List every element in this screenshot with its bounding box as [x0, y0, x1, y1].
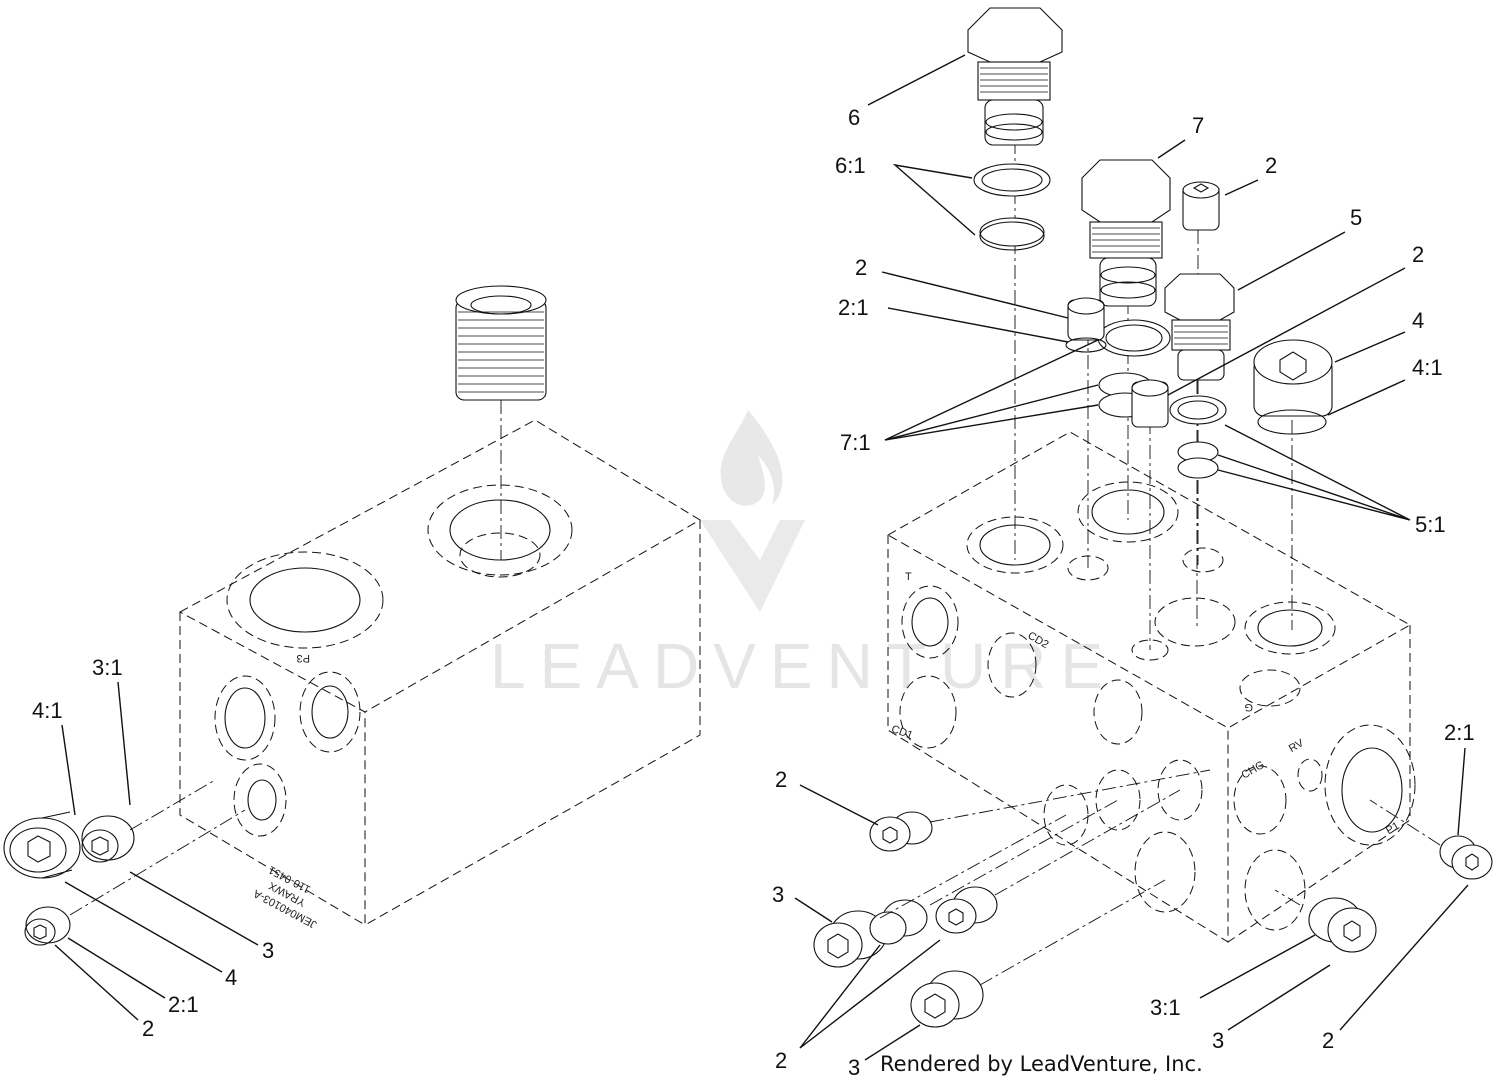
plug-3-right: [1308, 897, 1377, 953]
plug-2-lower-b: [935, 886, 998, 934]
block-stamp: JEM040103-A YRAWX 110-0451: [251, 863, 319, 930]
leadventure-watermark: LEADVENTURE: [490, 410, 1117, 702]
callout-2-c: 2: [1412, 242, 1424, 267]
callout-2-1-b: 2:1: [1444, 720, 1475, 745]
callout-5-1: 5:1: [1415, 512, 1446, 537]
port-label-chg: CHG: [1240, 759, 1267, 782]
callout-2-b: 2: [855, 255, 867, 280]
callout-4-1-left: 4:1: [32, 698, 63, 723]
cartridge-5: [1164, 273, 1235, 381]
callout-2-1-left: 2:1: [168, 992, 199, 1017]
left-plug-3: [81, 815, 135, 863]
port-mark-p3: P3: [297, 652, 310, 664]
callout-6-1: 6:1: [835, 153, 866, 178]
callout-3-1-right: 3:1: [1150, 995, 1181, 1020]
credit-text: Rendered by LeadVenture, Inc.: [880, 1052, 1203, 1076]
right-callouts: 6 7 2 6:1 5 2 2 2:1 4 4:1 7:1 5:1 2 2:1 …: [772, 54, 1475, 1080]
seal-5-1c: [1177, 457, 1219, 479]
callout-3-1-left: 3:1: [92, 655, 123, 680]
plug-4-right: [1253, 339, 1333, 435]
plug-2-lower-left: [869, 811, 933, 852]
callout-3-a: 3: [772, 882, 784, 907]
cartridge-7: [1081, 159, 1171, 307]
callout-4-right: 4: [1412, 308, 1424, 333]
callout-7-1: 7:1: [840, 430, 871, 455]
callout-7: 7: [1192, 113, 1204, 138]
callout-2-left: 2: [142, 1016, 154, 1041]
callout-6: 6: [848, 105, 860, 130]
plug-2-lower-a: [869, 899, 928, 945]
callout-4-left: 4: [225, 965, 237, 990]
callout-5: 5: [1350, 205, 1362, 230]
port-label-p1: P1: [1384, 820, 1402, 837]
callout-2-f: 2: [1322, 1028, 1334, 1053]
callout-2-1-a: 2:1: [838, 295, 869, 320]
plug-2-top-right: [1182, 181, 1220, 231]
watermark-text: LEADVENTURE: [490, 630, 1117, 702]
left-threaded-fitting: [455, 285, 547, 560]
seal-6-1b: [979, 217, 1045, 247]
cartridge-6: [967, 7, 1063, 146]
left-plug-4: [3, 811, 81, 879]
callout-2-e: 2: [775, 1048, 787, 1073]
callout-4-1-right: 4:1: [1412, 355, 1443, 380]
left-callouts: 4:1 3:1 3 4 2:1 2: [32, 655, 274, 1041]
callout-2-d: 2: [775, 767, 787, 792]
callout-3-c: 3: [1212, 1028, 1224, 1053]
port-label-rv: RV: [1287, 737, 1307, 755]
port-label-g: G: [1244, 701, 1253, 713]
plug-2-mid-right: [1131, 379, 1169, 428]
plug-2-far-right: [1439, 835, 1493, 880]
callout-3-b: 3: [848, 1055, 860, 1080]
plug-2-mid-left: [1065, 297, 1107, 353]
callout-2-a: 2: [1265, 153, 1277, 178]
port-label-t: T: [905, 571, 912, 583]
left-plug-2: [24, 906, 71, 946]
plug-3-lower-bottom: [910, 970, 984, 1028]
callout-3-left: 3: [262, 938, 274, 963]
